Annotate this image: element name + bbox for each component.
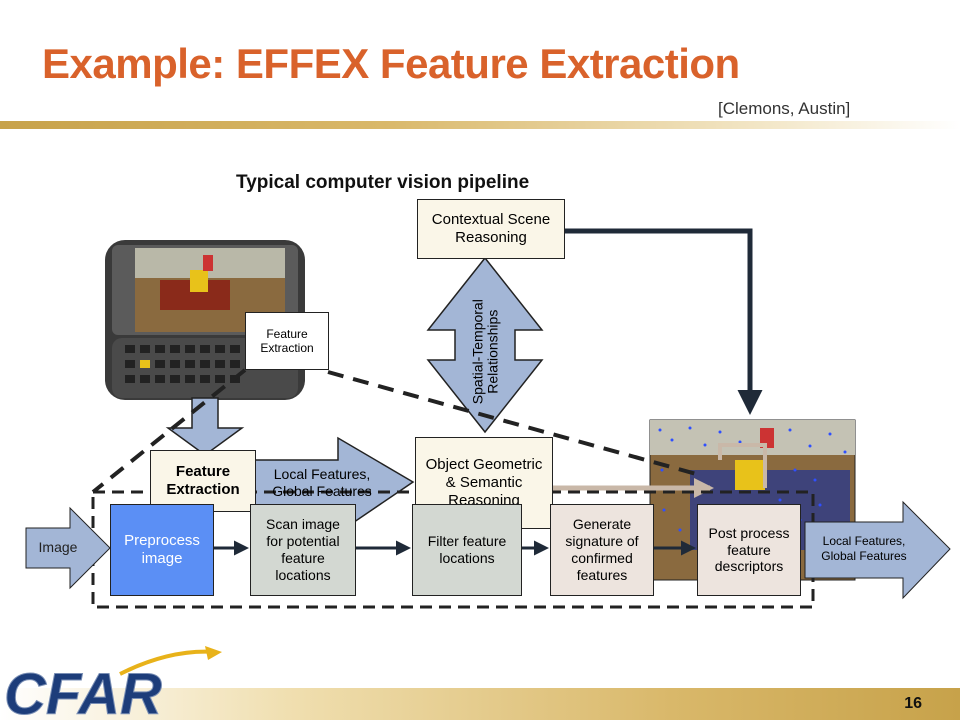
cfar-logo: CFAR	[0, 644, 260, 720]
cfar-logo-text: CFAR	[4, 662, 162, 720]
step-scan-image: Scan image for potential feature locatio…	[250, 504, 356, 596]
spatial-temporal-label: Spatial-Temporal Relationships	[470, 285, 499, 419]
phone-down-arrow	[168, 398, 242, 455]
contextual-reasoning-box: Contextual Scene Reasoning	[417, 199, 565, 259]
phone-feature-extraction-label: Feature Extraction	[245, 312, 329, 370]
image-input-label: Image	[30, 539, 86, 555]
context-to-scene-arrow	[565, 231, 750, 410]
step-filter-feature-locations: Filter feature locations	[412, 504, 522, 596]
output-features-label: Local Features, Global Features	[812, 534, 916, 564]
step-preprocess-image: Preprocess image	[110, 504, 214, 596]
step-post-process-descriptors: Post process feature descriptors	[697, 504, 801, 596]
step-generate-signature: Generate signature of confirmed features	[550, 504, 654, 596]
local-features-label: Local Features, Global Features	[262, 466, 382, 500]
page-number: 16	[904, 695, 922, 713]
feature-extraction-box: Feature Extraction	[150, 450, 256, 512]
